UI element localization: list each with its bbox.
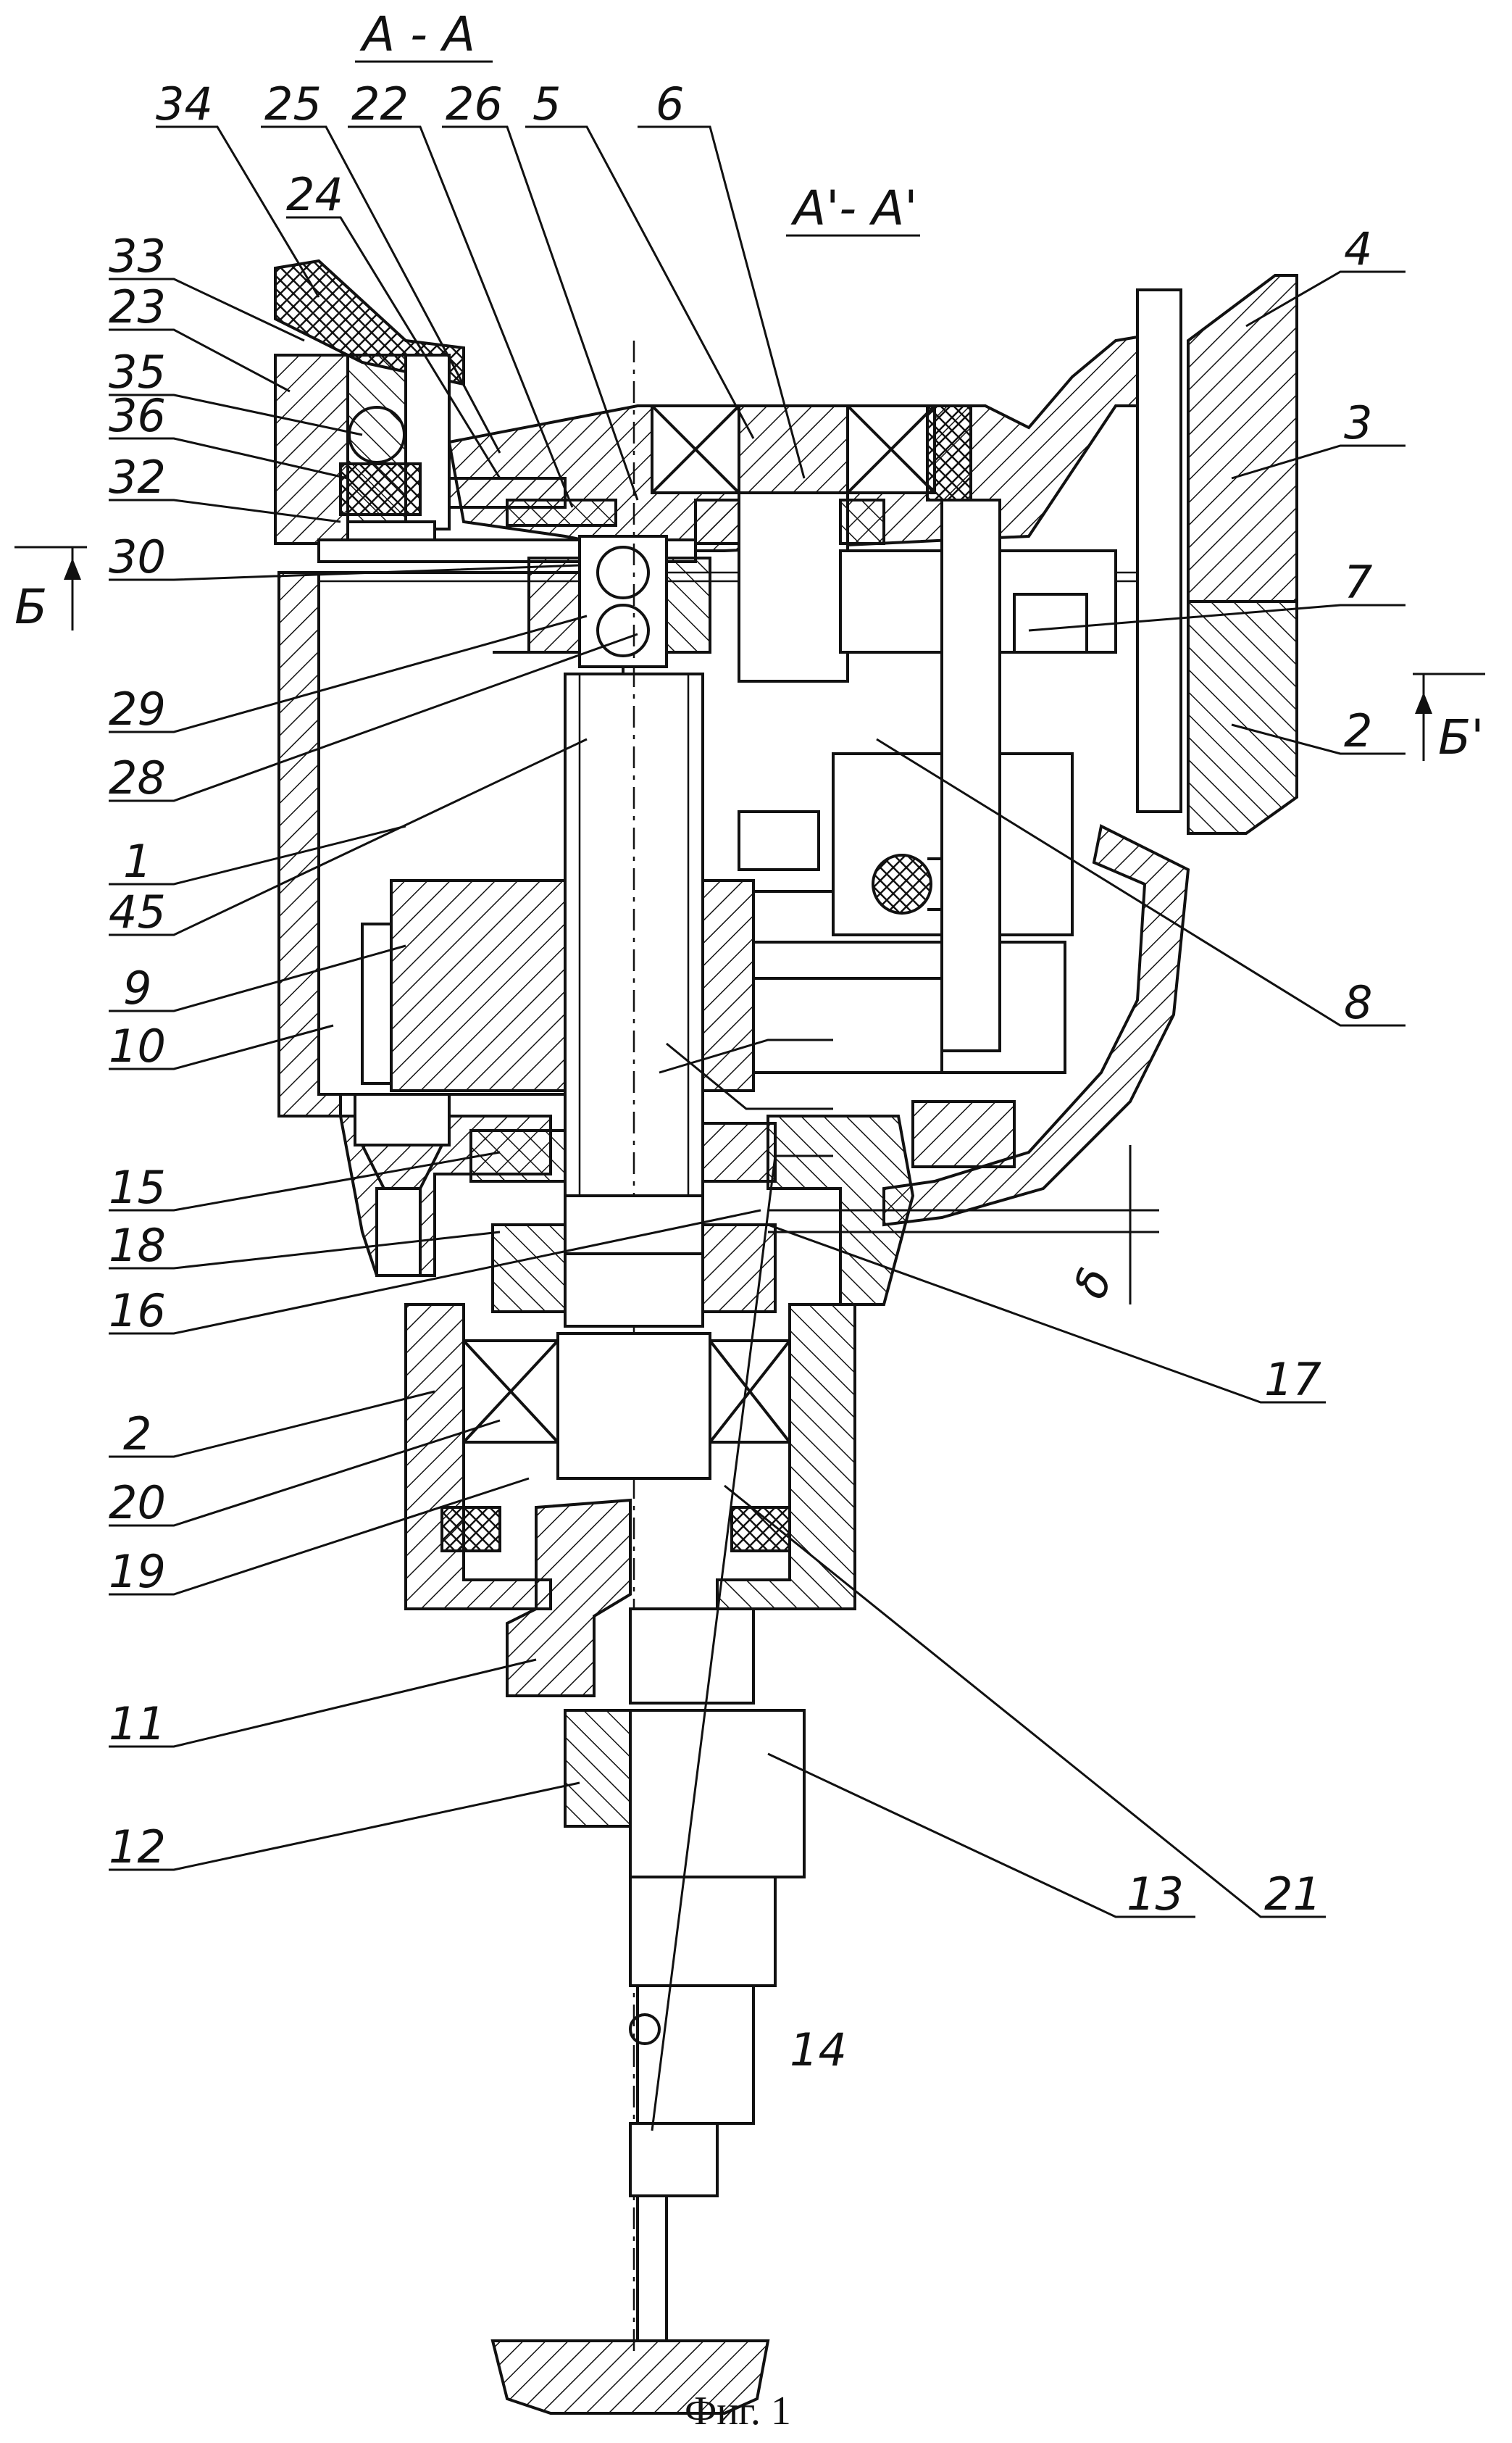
section-label-aa-prime: A'- A': [790, 180, 917, 236]
callout-10: 10: [109, 1020, 166, 1073]
callout-21: 21: [1264, 1868, 1321, 1920]
callout-6: 6: [656, 78, 684, 130]
callout-26: 26: [446, 78, 503, 130]
callout-34: 34: [156, 78, 213, 130]
figure-caption: Фиг. 1: [685, 2389, 791, 2434]
callout-30: 30: [109, 530, 166, 583]
callout-13: 13: [1127, 1868, 1184, 1920]
callout-28: 28: [109, 752, 166, 804]
callout-24: 24: [286, 168, 343, 221]
callout-2-lower: 2: [123, 1407, 151, 1460]
callout-45: 45: [109, 886, 166, 939]
callout-33: 33: [109, 230, 166, 283]
section-label-b-right: Б': [1438, 709, 1484, 765]
callout-32: 32: [109, 451, 166, 504]
callout-14: 14: [790, 2023, 847, 2076]
callout-17: 17: [1264, 1353, 1321, 1406]
dimension-delta-label: δ: [1063, 1261, 1122, 1305]
tool-bit: [493, 2196, 768, 2413]
callout-3: 3: [1344, 396, 1372, 449]
callout-36: 36: [109, 389, 166, 442]
callout-11: 11: [109, 1697, 166, 1750]
callout-15: 15: [109, 1161, 166, 1214]
callout-19: 19: [109, 1545, 166, 1598]
callout-22: 22: [351, 78, 409, 130]
callout-23: 23: [109, 280, 166, 333]
section-label-b-left: Б: [14, 579, 47, 635]
callout-29: 29: [109, 683, 166, 736]
callout-4: 4: [1344, 222, 1372, 275]
callout-16: 16: [109, 1284, 166, 1337]
callout-25: 25: [264, 78, 322, 130]
section-label-aa: A - A: [359, 7, 475, 62]
callout-8: 8: [1344, 976, 1372, 1029]
callout-7: 7: [1344, 556, 1372, 609]
callout-1: 1: [123, 835, 151, 888]
callout-18: 18: [109, 1219, 166, 1272]
callout-5: 5: [532, 78, 561, 130]
callout-2-right: 2: [1344, 704, 1372, 757]
callout-9: 9: [123, 962, 151, 1015]
callout-12: 12: [109, 1820, 166, 1873]
callout-20: 20: [109, 1476, 166, 1529]
